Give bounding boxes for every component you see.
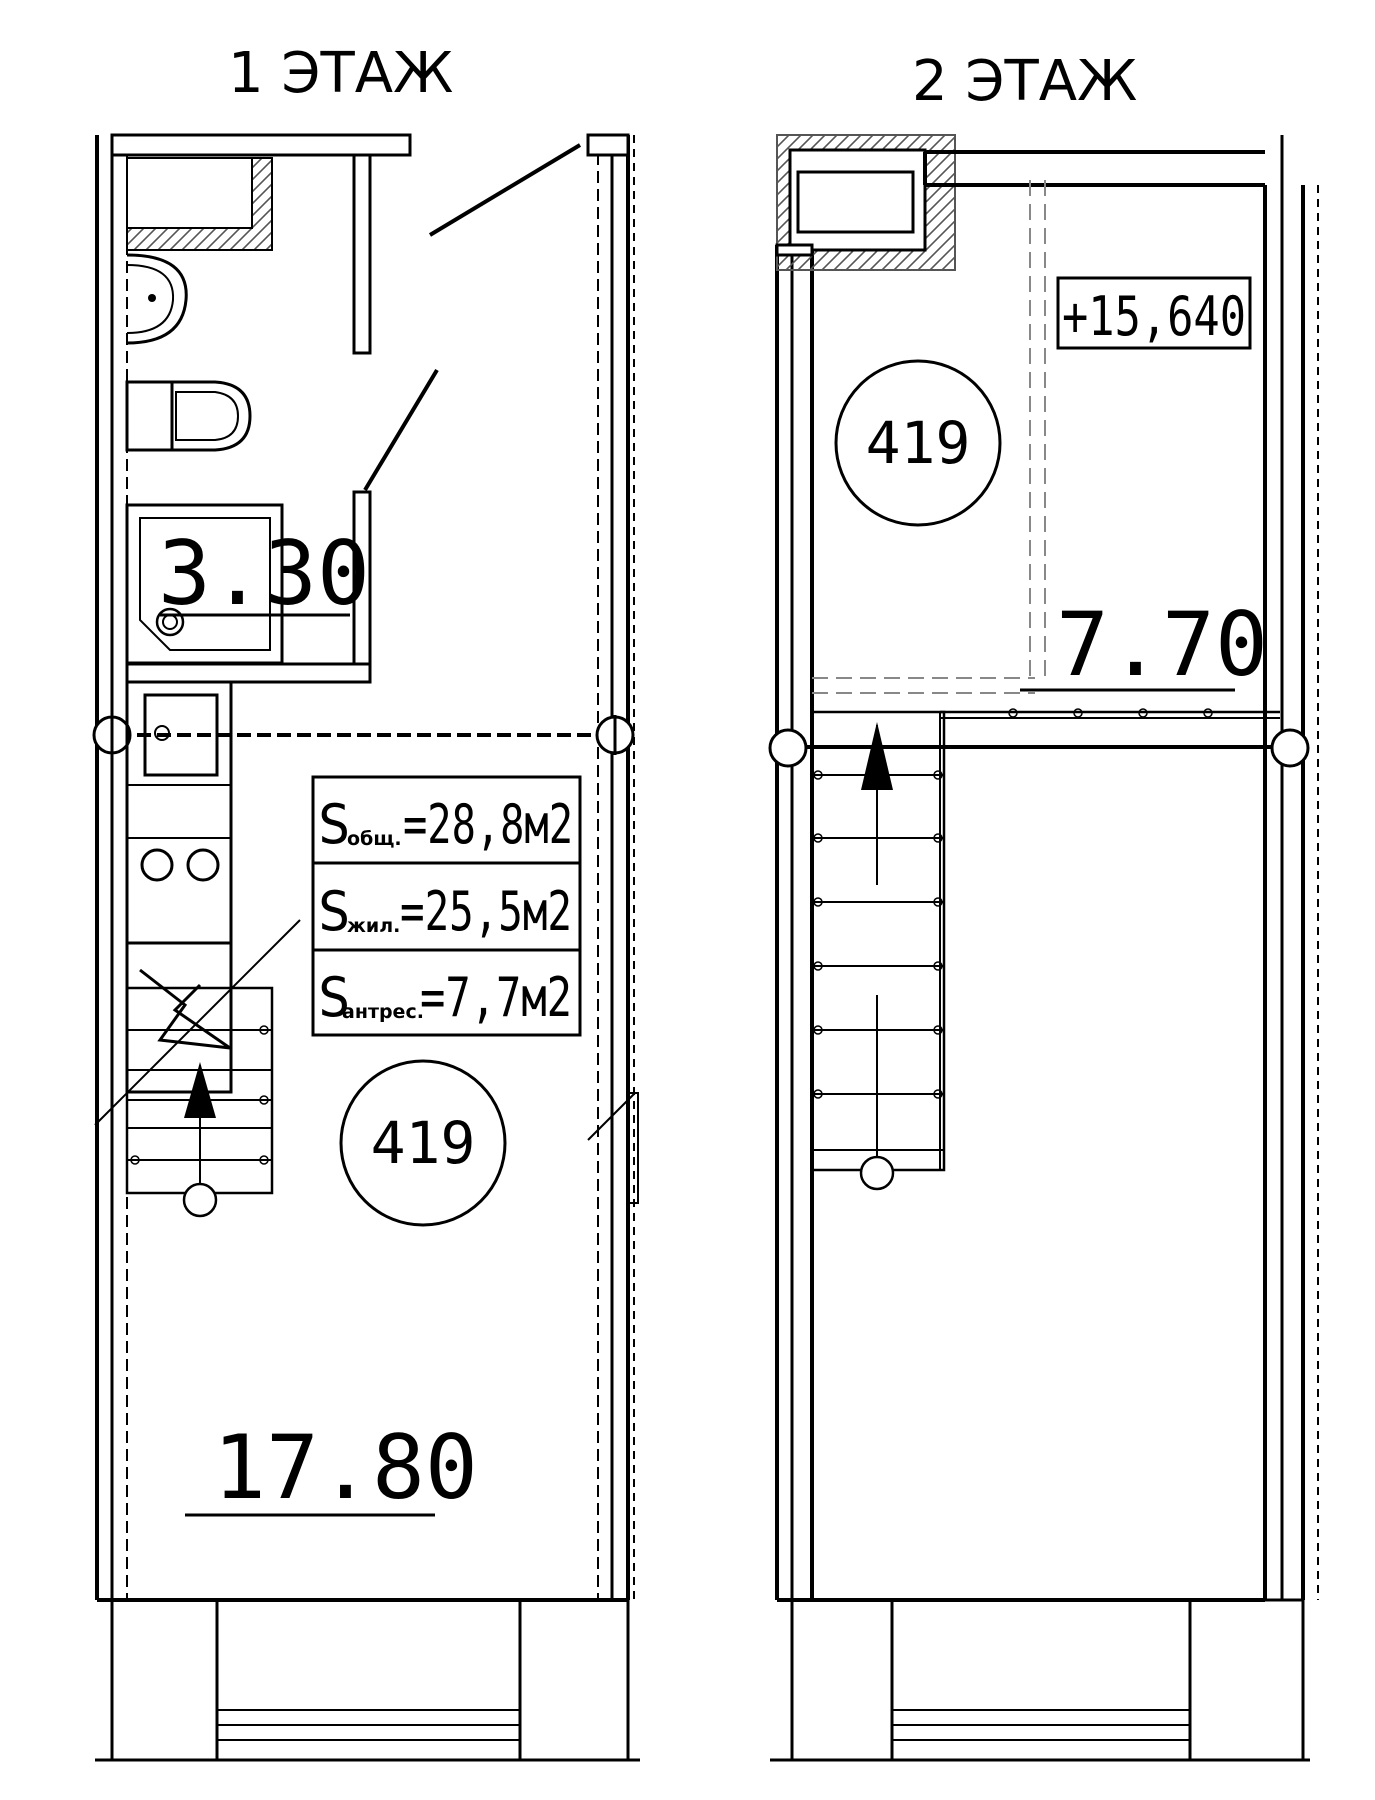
living-area-label: 17.80 [213, 1416, 478, 1519]
legend-total-value: =28,8м2 [403, 793, 573, 856]
legend-mezzanine-area: S антрес. =7,7м2 [318, 966, 572, 1029]
floor-2-title: 2 ЭТАЖ [912, 49, 1137, 114]
floor-2-room-number: 419 [866, 409, 971, 477]
mezzanine-area-label: 7.70 [1056, 593, 1268, 696]
legend-mezzanine-sub: антрес. [342, 1001, 424, 1023]
legend-living-area: S жил. =25,5м2 [318, 880, 572, 943]
floor-1-room-number: 419 [371, 1109, 476, 1177]
legend-living-sub: жил. [347, 915, 400, 937]
legend-total-sub: общ. [347, 828, 402, 850]
bath-area-label: 3.30 [158, 522, 370, 625]
legend-mezzanine-value: =7,7м2 [420, 966, 572, 1029]
legend-total-s: S [318, 793, 351, 856]
level-mark-label: +15,640 [1062, 285, 1246, 348]
legend-total-area: S общ. =28,8м2 [318, 793, 573, 856]
floor-1-title: 1 ЭТАЖ [228, 41, 453, 106]
area-legend-table: S общ. =28,8м2 S жил. =25,5м2 S антрес. … [311, 775, 582, 1037]
legend-living-value: =25,5м2 [400, 880, 572, 943]
floor-2-plan: +15,640 419 7.70 [768, 134, 1319, 1762]
floor-1-plan: 3.30 [92, 133, 640, 1762]
legend-mezzanine-s: S [318, 966, 351, 1029]
legend-living-s: S [318, 880, 351, 943]
